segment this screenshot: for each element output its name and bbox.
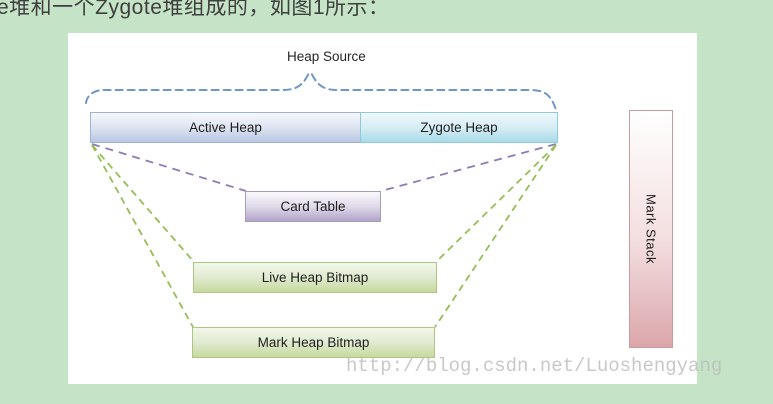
- page-caption-text: e堆和一个Zygote堆组成的，如图1所示：: [0, 0, 390, 19]
- card-table-box: Card Table: [245, 191, 381, 222]
- zygote-heap-label: Zygote Heap: [420, 120, 498, 135]
- card-table-label: Card Table: [280, 199, 346, 214]
- mark-stack-label: Mark Stack: [643, 193, 659, 264]
- mark-stack-box: Mark Stack: [629, 110, 673, 348]
- active-heap-label: Active Heap: [189, 120, 262, 135]
- watermark-text: http://blog.csdn.net/Luoshengyang: [346, 355, 723, 377]
- zygote-heap-box: Zygote Heap: [360, 112, 558, 143]
- heap-source-label: Heap Source: [287, 49, 366, 64]
- heap-strip: Active Heap Zygote Heap: [90, 112, 558, 143]
- live-heap-bitmap-box: Live Heap Bitmap: [193, 262, 437, 293]
- mark-heap-bitmap-label: Mark Heap Bitmap: [257, 335, 370, 350]
- active-heap-box: Active Heap: [90, 112, 360, 143]
- live-heap-bitmap-label: Live Heap Bitmap: [261, 270, 369, 285]
- mark-heap-bitmap-box: Mark Heap Bitmap: [192, 327, 435, 358]
